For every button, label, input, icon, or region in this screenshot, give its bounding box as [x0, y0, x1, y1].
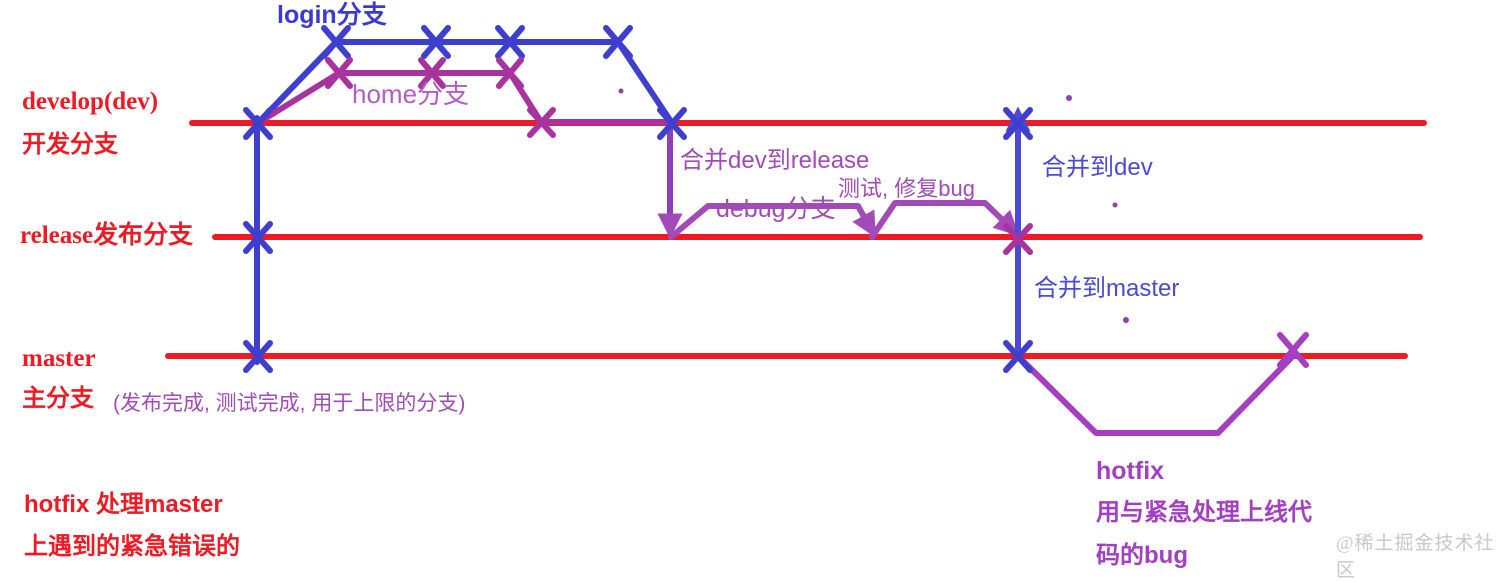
annotation-merge-to-dev: 合并到dev [1042, 154, 1153, 181]
hotfix-branch-path [1015, 353, 1296, 436]
annotation-merge-dev-to-release: 合并dev到release [680, 147, 870, 174]
lane-note-master: (发布完成, 测试完成, 用于上限的分支) [113, 392, 466, 415]
commit-marks-home [325, 57, 524, 89]
annotation-merge-to-master: 合并到master [1034, 275, 1180, 302]
lane-label-develop-cn: 开发分支 [22, 131, 118, 158]
home-branch-path [255, 70, 675, 126]
debug-branch-path [668, 203, 876, 240]
note-hotfix-right-line1: 用与紧急处理上线代 [1096, 499, 1312, 526]
watermark: @稀土掘金技术社区 [1336, 533, 1495, 581]
branch-label-login: login分支 [277, 1, 387, 29]
lane-label-release: release发布分支 [20, 222, 194, 249]
commit-marks-login [321, 25, 633, 59]
note-hotfix-left-line1: hotfix 处理master [24, 491, 223, 518]
branch-label-debug: debug分支 [716, 195, 836, 223]
note-hotfix-left-line2: 上遇到的紧急错误的 [24, 533, 240, 560]
lane-label-master-cn: 主分支 [22, 385, 94, 412]
debug-fix-bug-path [869, 200, 1020, 240]
lane-label-master-en: master [22, 345, 96, 372]
stray-specks [618, 88, 1129, 323]
branch-label-home: home分支 [352, 79, 470, 109]
login-branch-path [255, 39, 675, 126]
branch-label-hotfix: hotfix [1096, 457, 1165, 485]
annotation-test-fix-bug: 测试, 修复bug [838, 176, 975, 201]
lane-label-develop-en: develop(dev) [22, 88, 159, 115]
note-hotfix-right-line2: 码的bug [1096, 542, 1188, 569]
commit-marks-mainline [243, 107, 1309, 373]
